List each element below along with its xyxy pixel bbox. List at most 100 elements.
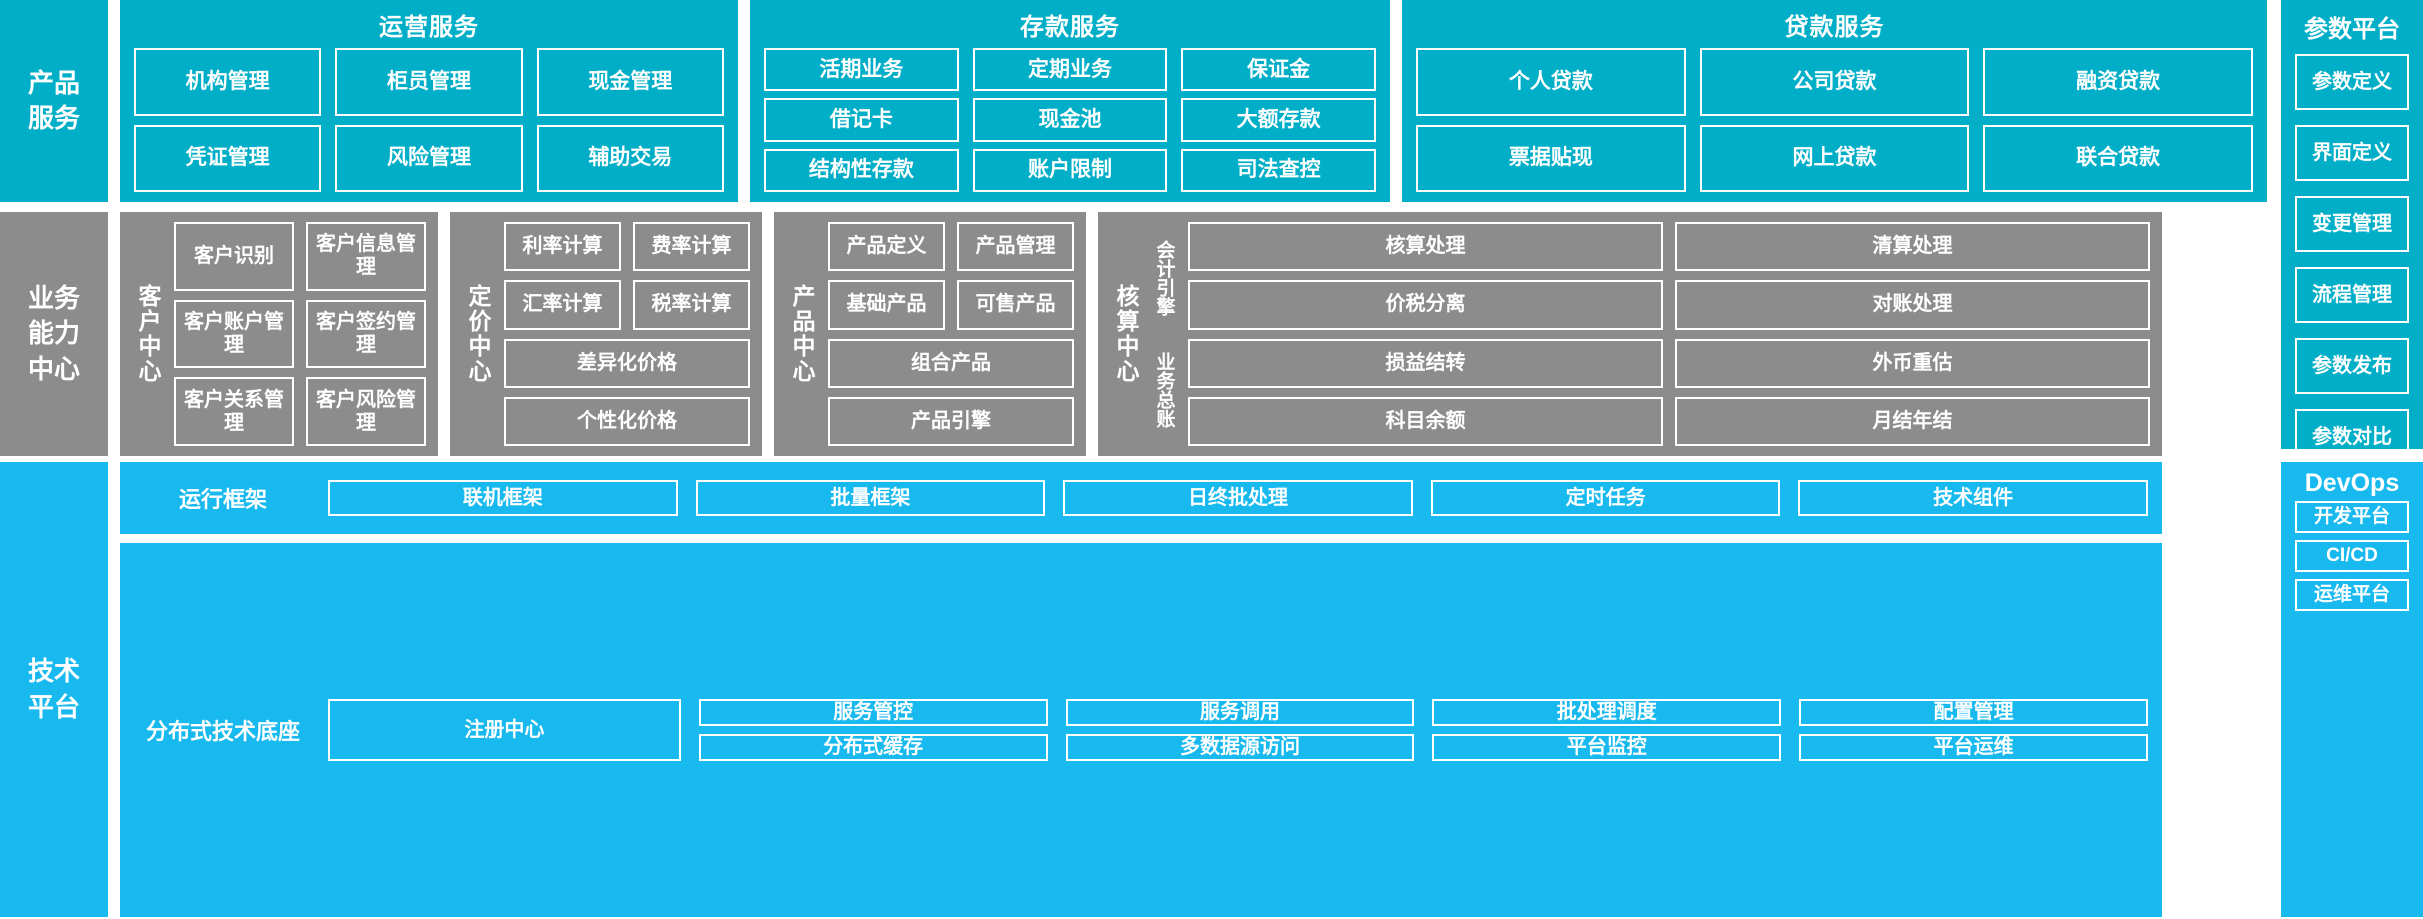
rail-item-param-define[interactable]: 参数定义 [2295,54,2409,110]
tech-tile[interactable]: 定时任务 [1430,480,1781,516]
tech-tile[interactable]: 平台运维 [1799,734,2148,761]
capability-label-line1: 业务 [27,283,80,314]
devops-item-cicd[interactable]: CI/CD [2295,540,2409,572]
capability-tile[interactable]: 客户识别 [174,222,294,291]
rail-item-process-mgmt[interactable]: 流程管理 [2295,267,2409,323]
service-tile[interactable]: 大额存款 [1181,98,1377,142]
group-title-operation: 运营服务 [379,14,479,41]
tech-tile[interactable]: 批处理调度 [1432,699,1782,726]
capability-tile[interactable]: 产品引擎 [828,396,1074,446]
rail-item-param-publish[interactable]: 参数发布 [2295,338,2409,394]
capability-tile[interactable]: 汇率计算 [504,280,621,330]
service-tile[interactable]: 司法查控 [1181,148,1377,192]
group-row: 结构性存款 账户限制 司法查控 [764,148,1377,192]
capability-tile[interactable]: 客户风险管理 [306,377,426,447]
capability-tile[interactable]: 清算处理 [1675,222,2150,272]
capability-tile[interactable]: 差异化价格 [504,338,750,388]
service-tile[interactable]: 票据贴现 [1416,124,1686,192]
capability-tile[interactable]: 税率计算 [633,280,750,330]
capability-tile[interactable]: 个性化价格 [504,396,750,446]
capability-tile[interactable]: 科目余额 [1188,396,1663,446]
strip-distributed-base: 分布式技术底座 注册中心 服务管控 分布式缓存 服务调用 多数据源访问 批处理调… [120,543,2162,917]
service-tile[interactable]: 账户限制 [972,148,1168,192]
capability-tile[interactable]: 损益结转 [1188,338,1663,388]
rail-item-param-compare[interactable]: 参数对比 [2295,409,2409,465]
service-tile[interactable]: 结构性存款 [764,148,959,192]
center-row: 汇率计算 税率计算 [504,280,750,330]
band-technology-platform: 技术 平台 运行框架 联机框架 批量框架 日终批处理 定时任务 技术组件 分布式… [0,462,2162,917]
service-tile[interactable]: 现金管理 [536,48,724,116]
service-tile[interactable]: 定期业务 [972,48,1168,92]
tech-tile[interactable]: 服务管控 [698,699,1048,726]
tech-tile[interactable]: 分布式缓存 [698,734,1048,761]
group-row: 借记卡 现金池 大额存款 [764,98,1377,142]
capability-tile[interactable]: 客户账户管理 [174,299,294,369]
service-tile[interactable]: 凭证管理 [134,124,322,192]
strip-runtime-framework: 运行框架 联机框架 批量框架 日终批处理 定时任务 技术组件 [120,462,2162,534]
band-tech-side-label: 技术 平台 [0,462,108,917]
center-pricing: 定价中心 利率计算 费率计算 汇率计算 税率计算 差异化价格 个性化价格 [450,212,762,456]
strip-label-runtime: 运行框架 [178,487,267,512]
service-tile[interactable]: 风险管理 [335,124,523,192]
center-row: 损益结转 外币重估 [1188,338,2150,388]
capability-tile[interactable]: 产品定义 [828,222,945,272]
service-tile[interactable]: 公司贷款 [1699,48,1970,116]
tech-tile[interactable]: 批量框架 [695,480,1046,516]
tech-tile[interactable]: 多数据源访问 [1065,734,1415,761]
tech-tile[interactable]: 服务调用 [1065,699,1415,726]
center-row: 个性化价格 [504,396,750,446]
service-tile[interactable]: 联合贷款 [1983,124,2254,192]
devops-item-ops-platform[interactable]: 运维平台 [2295,579,2409,611]
group-title-deposit: 存款服务 [1020,14,1120,41]
tech-tile[interactable]: 联机框架 [328,480,678,516]
tech-tile[interactable]: 日终批处理 [1063,480,1413,516]
service-tile[interactable]: 辅助交易 [536,124,724,192]
capability-tile[interactable]: 组合产品 [828,338,1074,388]
band-product-services: 产品 服务 运营服务 机构管理 柜员管理 现金管理 凭证管理 风险管理 辅助交易 [0,0,2267,202]
service-tile[interactable]: 个人贷款 [1416,48,1686,116]
tech-tile-registry[interactable]: 注册中心 [328,699,681,761]
center-row: 产品引擎 [828,396,1074,446]
rail-item-change-mgmt[interactable]: 变更管理 [2295,196,2409,252]
capability-tile[interactable]: 费率计算 [633,222,750,272]
tech-tile[interactable]: 配置管理 [1799,699,2148,726]
center-label-pricing: 定价中心 [465,284,491,384]
capability-tile[interactable]: 利率计算 [504,222,621,272]
capability-tile[interactable]: 产品管理 [957,222,1074,272]
capability-tile[interactable]: 外币重估 [1675,338,2150,388]
rail-title-devops: DevOps [2304,469,2400,497]
rail-devops: DevOps 开发平台 CI/CD 运维平台 [2281,462,2423,917]
rail-item-ui-define[interactable]: 界面定义 [2295,125,2409,181]
capability-tile[interactable]: 月结年结 [1675,396,2150,446]
tech-tile[interactable]: 平台监控 [1432,734,1782,761]
service-tile[interactable]: 融资贷款 [1983,48,2254,116]
capability-tile[interactable]: 基础产品 [828,280,945,330]
capability-tile[interactable]: 客户关系管理 [174,377,294,447]
rail-parameter-platform: 参数平台 参数定义 界面定义 变更管理 流程管理 参数发布 参数对比 [2281,0,2423,465]
center-row: 客户关系管理 客户风险管理 [174,377,426,447]
service-tile[interactable]: 机构管理 [134,48,322,116]
center-row: 价税分离 对账处理 [1188,280,2150,330]
capability-tile[interactable]: 客户签约管理 [306,299,426,369]
capability-tile[interactable]: 价税分离 [1188,280,1663,330]
capability-tile[interactable]: 可售产品 [957,280,1074,330]
tech-tile[interactable]: 技术组件 [1798,480,2148,516]
service-tile[interactable]: 柜员管理 [335,48,523,116]
capability-tile[interactable]: 客户信息管理 [306,222,426,291]
rail-title-parameter: 参数平台 [2304,16,2400,43]
devops-item-dev-platform[interactable]: 开发平台 [2295,501,2409,533]
service-tile[interactable]: 保证金 [1181,48,1377,92]
service-tile[interactable]: 现金池 [972,98,1168,142]
capability-tile[interactable]: 核算处理 [1188,222,1663,272]
service-tile[interactable]: 借记卡 [764,98,959,142]
band-product-side-label: 产品 服务 [0,0,108,202]
service-tile[interactable]: 网上贷款 [1699,124,1970,192]
service-tile[interactable]: 活期业务 [764,48,959,92]
center-row: 差异化价格 [504,338,750,388]
group-row: 凭证管理 风险管理 辅助交易 [134,124,724,192]
center-accounting: 核算中心 会计引擎 业务总账 核算处理 清算处理 价税分离 对账处理 损益结转 … [1098,212,2162,456]
group-operation-services: 运营服务 机构管理 柜员管理 现金管理 凭证管理 风险管理 辅助交易 [120,0,738,202]
product-label-line2: 服务 [27,103,80,133]
center-label-product: 产品中心 [789,284,815,384]
capability-tile[interactable]: 对账处理 [1675,280,2150,330]
